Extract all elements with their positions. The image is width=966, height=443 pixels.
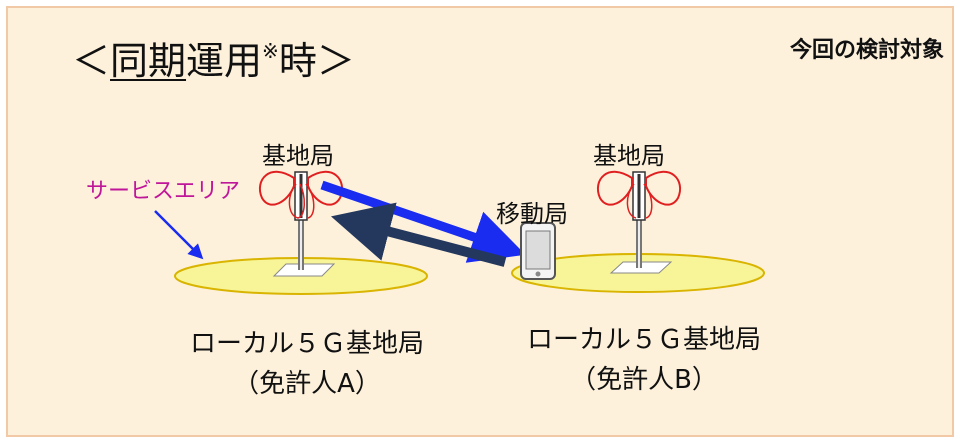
title-sync-underlined: 同期 bbox=[110, 39, 187, 83]
scope-label: 今回の検討対象 bbox=[789, 38, 944, 63]
base-station-a-label: 基地局 bbox=[262, 142, 334, 170]
station-b-licensee: （免許人B） bbox=[570, 365, 718, 395]
base-station-b-icon bbox=[597, 170, 681, 274]
arrow-to-base-a bbox=[330, 202, 507, 267]
base-station-a-icon bbox=[259, 170, 343, 277]
service-area-pointer bbox=[154, 210, 204, 260]
arrow-to-mobile bbox=[320, 180, 526, 263]
title-bracket-right: ＞ bbox=[316, 39, 355, 83]
station-a-caption: ローカル５Ｇ基地局 （免許人A） bbox=[157, 324, 457, 404]
station-a-licensee: （免許人A） bbox=[233, 369, 381, 399]
title-bracket-left: ＜ bbox=[72, 39, 111, 83]
mobile-station-label: 移動局 bbox=[496, 200, 568, 228]
title-operation: 運用 bbox=[186, 39, 263, 83]
page-title: ＜同期運用※時＞ bbox=[72, 30, 355, 85]
station-b-name: ローカル５Ｇ基地局 bbox=[526, 325, 761, 355]
mobile-phone-icon bbox=[520, 222, 556, 280]
station-a-name: ローカル５Ｇ基地局 bbox=[189, 329, 424, 359]
service-area-label: サービスエリア bbox=[86, 179, 241, 204]
base-station-b-label: 基地局 bbox=[593, 142, 665, 170]
title-note-mark: ※ bbox=[262, 39, 279, 63]
title-time: 時 bbox=[278, 39, 317, 83]
station-b-caption: ローカル５Ｇ基地局 （免許人B） bbox=[494, 320, 794, 400]
